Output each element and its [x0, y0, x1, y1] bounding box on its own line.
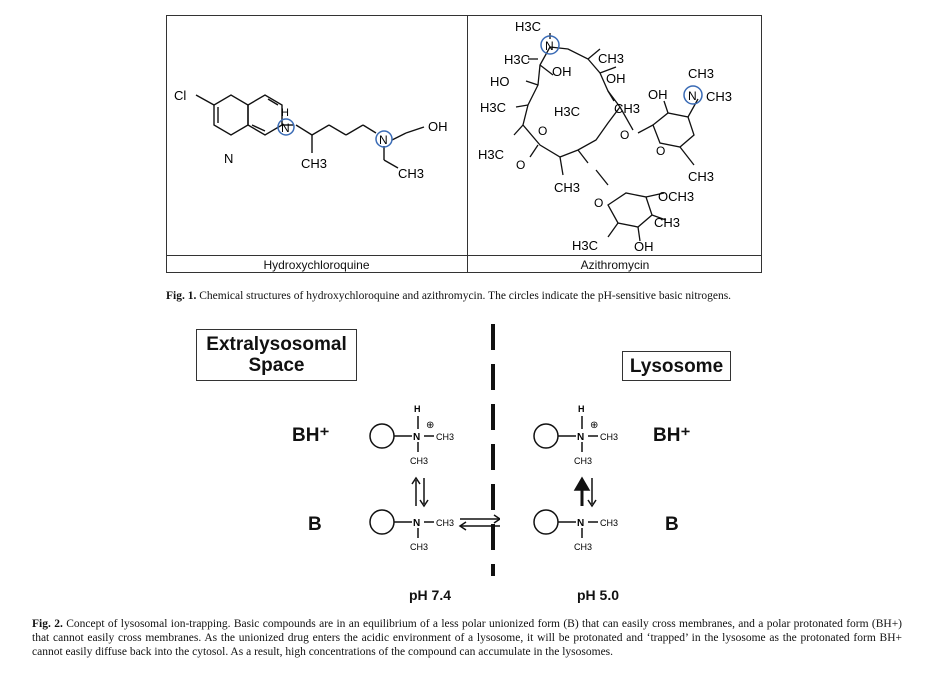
azi-ch3-3: CH3 — [688, 66, 714, 81]
left-top-ch3-r: CH3 — [436, 432, 454, 442]
figure-2-caption-text: Concept of lysosomal ion-trapping. Basic… — [32, 618, 903, 658]
right-equilibrium-diagram: H ⊕ N CH3 CH3 N CH3 CH3 — [533, 404, 618, 552]
azi-h3c-4: H3C — [554, 104, 580, 119]
azi-h3c-5: H3C — [478, 147, 504, 162]
left-top-ch3-b: CH3 — [410, 456, 428, 466]
membrane-dashed-line — [491, 324, 495, 576]
azi-oh-1: OH — [552, 64, 572, 79]
figure-1-frame — [166, 15, 762, 273]
azi-n-right-circle — [683, 85, 703, 105]
azi-o-3: O — [620, 128, 629, 142]
azi-o-5: O — [594, 196, 603, 210]
left-bottom-ch3-r: CH3 — [436, 518, 454, 528]
figure-1-label-rule — [166, 255, 762, 256]
left-top-n: N — [413, 432, 420, 443]
right-top-h: H — [578, 404, 585, 414]
azi-ch3-2: CH3 — [614, 101, 640, 116]
hcq-oh: OH — [428, 119, 448, 134]
b-left: B — [308, 514, 322, 535]
azi-oh-3: OH — [648, 87, 668, 102]
right-bottom-ch3-r: CH3 — [600, 518, 618, 528]
hydroxychloroquine-structure: Cl N H N CH3 N CH3 OH — [174, 88, 448, 181]
azi-n-right: N — [688, 89, 697, 103]
azi-h3c-top: H3C — [515, 19, 541, 34]
azi-och3: OCH3 — [658, 189, 694, 204]
figure-1-divider — [467, 15, 468, 273]
azi-n-top: N — [545, 39, 554, 53]
left-bottom-n: N — [413, 518, 420, 529]
azi-h3c-3: H3C — [480, 100, 506, 115]
extralysosomal-line2: Space — [248, 355, 305, 376]
lysosome-label: Lysosome — [629, 356, 724, 377]
bh-plus-left: BH⁺ — [292, 425, 330, 446]
b-right: B — [665, 514, 679, 535]
azi-n-top-circle — [540, 35, 560, 55]
azi-oh-2: OH — [606, 71, 626, 86]
left-top-plus: ⊕ — [426, 420, 434, 431]
azi-o-1: O — [538, 124, 547, 138]
hcq-ch3-b: CH3 — [398, 166, 424, 181]
azi-ch3-6: CH3 — [654, 215, 680, 230]
bh-plus-right: BH⁺ — [653, 425, 691, 446]
azi-ch3-1: CH3 — [598, 51, 624, 66]
hcq-cl: Cl — [174, 88, 186, 103]
left-equilibrium-diagram: H ⊕ N CH3 CH3 N CH3 CH3 — [369, 404, 500, 552]
figure-2-caption: Fig. 2. Concept of lysosomal ion-trappin… — [32, 617, 902, 659]
hcq-n-ring: N — [224, 151, 233, 166]
azi-o-2: O — [516, 158, 525, 172]
azi-o-4: O — [656, 144, 665, 158]
hcq-n1-circle — [277, 118, 295, 136]
hcq-n1: N — [281, 121, 290, 135]
right-top-ch3-b: CH3 — [574, 456, 592, 466]
right-bottom-n: N — [577, 518, 584, 529]
azithromycin-structure: H3C N H3C OH CH3 HO OH H3C H3C CH3 H3C O… — [478, 19, 732, 254]
ph-right: pH 5.0 — [577, 587, 620, 603]
panel-label-hydroxychloroquine: Hydroxychloroquine — [263, 258, 370, 272]
azi-ho: HO — [490, 74, 510, 89]
figure-2-caption-label: Fig. 2. — [32, 618, 63, 630]
azi-ch3-right: CH3 — [706, 89, 732, 104]
right-top-plus: ⊕ — [590, 420, 598, 431]
right-top-ch3-r: CH3 — [600, 432, 618, 442]
ph-left: pH 7.4 — [409, 587, 452, 603]
left-bottom-ch3-b: CH3 — [410, 542, 428, 552]
panel-label-azithromycin: Azithromycin — [580, 258, 650, 272]
hcq-h: H — [281, 107, 289, 119]
figure-1-caption-label: Fig. 1. — [166, 290, 197, 302]
left-top-h: H — [414, 404, 421, 414]
hcq-n2-circle — [375, 130, 393, 148]
extralysosomal-line1: Extralysosomal — [206, 334, 347, 355]
lysosome-box: Lysosome — [622, 351, 731, 381]
right-bottom-ch3-b: CH3 — [574, 542, 592, 552]
figure-1-caption: Fig. 1. Chemical structures of hydroxych… — [166, 289, 786, 303]
right-top-n: N — [577, 432, 584, 443]
azi-h3c-2: H3C — [504, 52, 530, 67]
figure-1-caption-text: Chemical structures of hydroxychloroquin… — [199, 290, 732, 302]
azi-ch3-5: CH3 — [554, 180, 580, 195]
azi-h3c-6: H3C — [572, 238, 598, 253]
extralysosomal-space-box: Extralysosomal Space — [196, 329, 357, 381]
azi-oh-4: OH — [634, 239, 654, 254]
hcq-n2: N — [379, 133, 388, 147]
azi-ch3-4: CH3 — [688, 169, 714, 184]
hcq-ch3-a: CH3 — [301, 156, 327, 171]
